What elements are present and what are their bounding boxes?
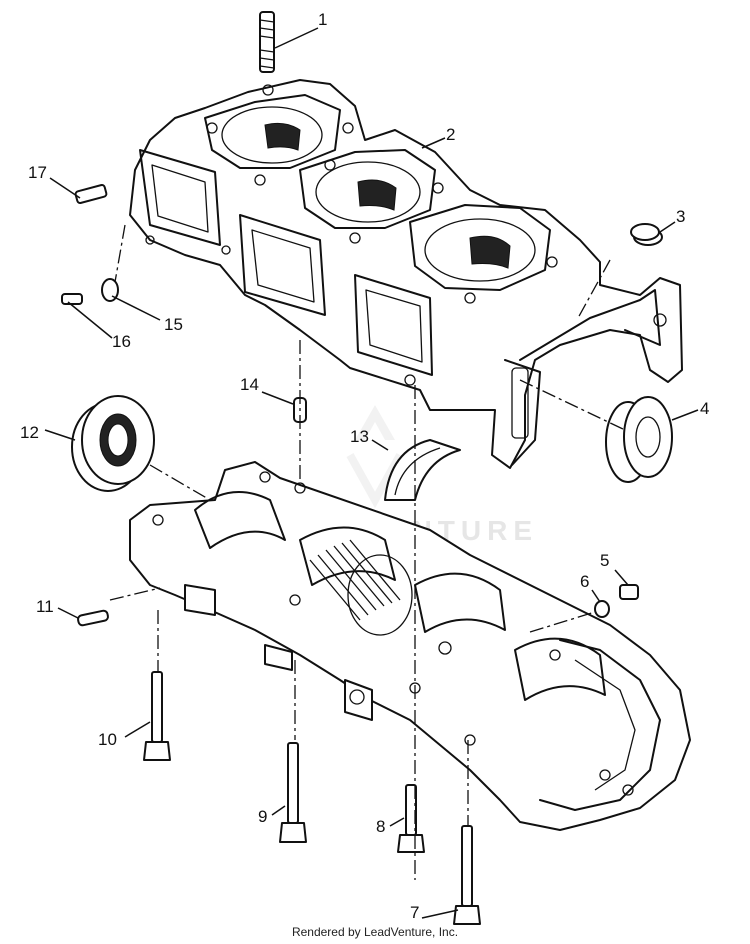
callout-10: 10 [98, 730, 117, 749]
callout-3: 3 [676, 207, 685, 226]
callout-12: 12 [20, 423, 39, 442]
callout-13: 13 [350, 427, 369, 446]
callout-11: 11 [36, 597, 54, 616]
seal-part-4 [605, 396, 673, 483]
pin-part-11 [77, 609, 109, 627]
crankcase-exploded-diagram: LEADVENTURE [20, 10, 709, 925]
callout-14: 14 [240, 375, 259, 394]
callout-7: 7 [410, 903, 419, 922]
callout-2: 2 [446, 125, 455, 144]
upper-crankcase [129, 79, 683, 469]
bolt-part-9 [279, 742, 307, 843]
plug-part-3 [630, 223, 663, 246]
callout-leaders [44, 27, 699, 919]
plug-part-5 [619, 584, 639, 600]
washer-part-6 [594, 600, 610, 618]
callout-8: 8 [376, 817, 385, 836]
callout-9: 9 [258, 807, 267, 826]
bolt-part-10 [143, 671, 171, 761]
bearing-part-13 [384, 439, 461, 501]
callout-5: 5 [600, 551, 609, 570]
callout-4: 4 [700, 399, 709, 418]
footer-credit: Rendered by LeadVenture, Inc. [291, 925, 459, 939]
callout-15: 15 [164, 315, 183, 334]
callout-16: 16 [112, 332, 131, 351]
bolt-part-7 [453, 825, 481, 925]
alignment-lines [109, 224, 626, 880]
callout-labels: 1 2 3 4 5 6 7 8 9 10 11 12 13 14 15 16 1… [20, 10, 709, 922]
seal-part-12 [71, 395, 155, 492]
washer-part-15 [101, 278, 119, 302]
stud-part-1 [259, 11, 275, 73]
screw-part-17 [74, 183, 108, 205]
lower-crankcase [129, 461, 691, 831]
callout-6: 6 [580, 572, 589, 591]
callout-17: 17 [28, 163, 47, 182]
callout-1: 1 [318, 10, 327, 29]
screw-part-16 [61, 293, 83, 305]
